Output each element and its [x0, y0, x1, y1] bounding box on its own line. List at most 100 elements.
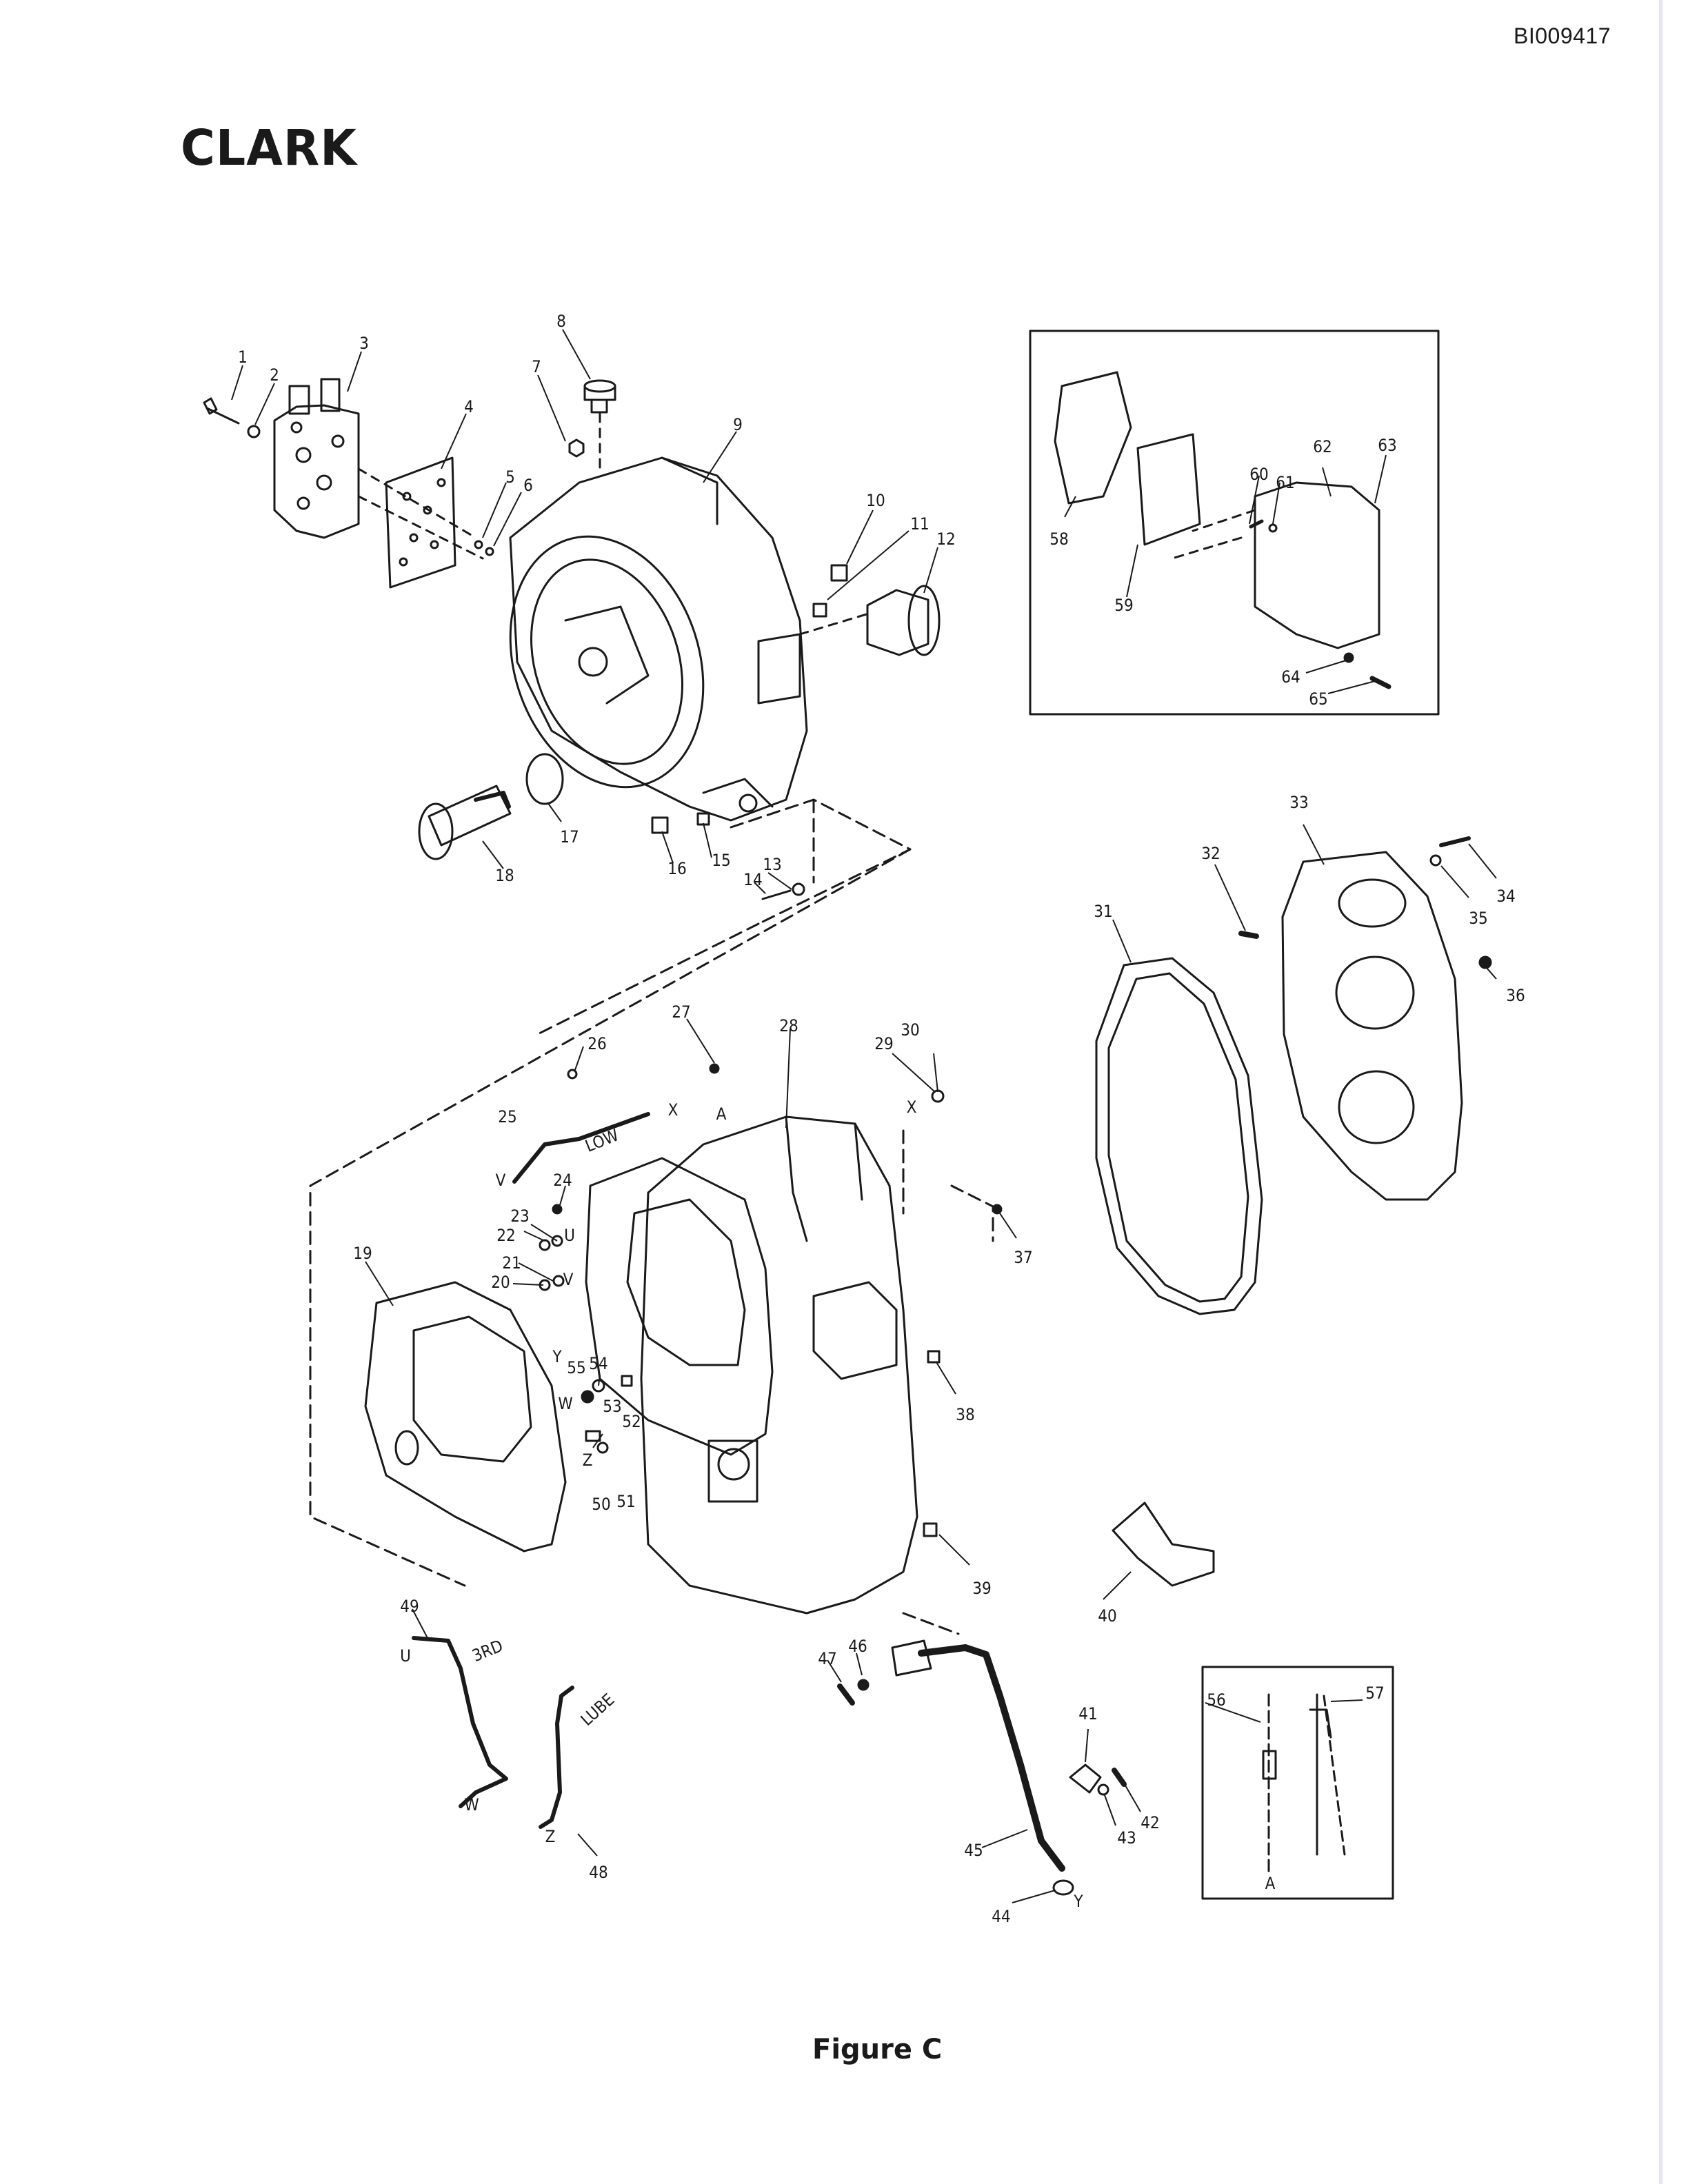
converter-housing-part — [509, 456, 808, 822]
callout-17: 17 — [560, 827, 579, 847]
connection-letter-u: U — [564, 1226, 575, 1245]
washer-part — [247, 425, 261, 438]
plug-part — [567, 1069, 578, 1080]
inset-box-dipstick — [1201, 1666, 1394, 1900]
callout-61: 61 — [1276, 473, 1294, 492]
callout-47: 47 — [818, 1649, 836, 1668]
connection-letter-z: Z — [545, 1827, 556, 1846]
connection-letter-x: X — [907, 1098, 917, 1117]
callout-23: 23 — [510, 1206, 529, 1226]
callout-2: 2 — [270, 365, 279, 385]
alignment-line — [309, 848, 912, 1587]
callout-26: 26 — [587, 1034, 606, 1053]
valve-gasket-part — [385, 456, 456, 589]
plug-part — [568, 438, 585, 458]
callout-27: 27 — [672, 1002, 690, 1022]
callout-7: 7 — [532, 357, 541, 376]
fitting-part — [551, 1235, 563, 1247]
spring-part — [1249, 519, 1264, 529]
callout-40: 40 — [1098, 1606, 1116, 1626]
callout-54: 54 — [589, 1354, 607, 1373]
tube-part — [512, 1112, 650, 1184]
callout-48: 48 — [589, 1863, 607, 1882]
o-ring-part — [931, 1089, 945, 1103]
callout-42: 42 — [1141, 1813, 1159, 1832]
tube-part — [918, 1644, 1065, 1872]
callout-11: 11 — [910, 514, 929, 534]
callout-46: 46 — [848, 1637, 867, 1656]
washer-part — [1097, 1783, 1109, 1796]
plug-part — [696, 812, 710, 826]
bolt-part — [203, 397, 240, 425]
alignment-line — [730, 798, 912, 925]
callout-53: 53 — [603, 1397, 621, 1416]
callout-28: 28 — [779, 1016, 798, 1035]
control-valve-part — [273, 378, 360, 539]
dipstick-cap-part — [1309, 1708, 1332, 1739]
callout-14: 14 — [743, 870, 762, 889]
o-ring-part — [581, 1390, 594, 1404]
callout-22: 22 — [496, 1226, 515, 1245]
figure-caption: Figure C — [812, 2034, 943, 2065]
valve-plate-part — [1054, 371, 1132, 505]
connection-letter-v: V — [496, 1171, 506, 1190]
callout-20: 20 — [491, 1273, 510, 1292]
callout-59: 59 — [1114, 596, 1133, 615]
washer-part — [857, 1679, 870, 1691]
case-gasket-part — [585, 1157, 774, 1456]
alignment-line — [902, 1129, 994, 1635]
tube-flange-part — [891, 1639, 932, 1677]
connection-letter-y: Y — [552, 1347, 562, 1366]
dowel-pin-part — [1238, 931, 1259, 939]
fitting-part — [552, 1275, 565, 1287]
bolt-part — [1439, 836, 1471, 847]
rear-cover-plate-part — [1281, 851, 1463, 1201]
callout-8: 8 — [556, 312, 566, 331]
connection-letter-w: W — [558, 1394, 572, 1413]
alignment-line — [1171, 509, 1256, 560]
case-gasket-part — [364, 1281, 567, 1553]
callout-36: 36 — [1506, 986, 1525, 1005]
callout-30: 30 — [901, 1020, 919, 1040]
connection-letter-z: Z — [583, 1450, 593, 1470]
plug-part — [927, 1350, 941, 1364]
callout-43: 43 — [1117, 1828, 1136, 1848]
callout-64: 64 — [1281, 667, 1300, 687]
callout-19: 19 — [353, 1244, 372, 1263]
callout-32: 32 — [1201, 844, 1220, 863]
o-ring-part — [1052, 1879, 1074, 1896]
tube-part — [539, 1686, 574, 1829]
callout-1: 1 — [238, 347, 248, 367]
callout-12: 12 — [936, 529, 955, 549]
plug-part — [552, 1204, 563, 1215]
callout-31: 31 — [1094, 902, 1112, 921]
washer-part — [1343, 652, 1354, 663]
callout-4: 4 — [464, 397, 474, 416]
breather-part — [830, 564, 848, 582]
connection-letter-w: W — [464, 1795, 479, 1814]
callout-16: 16 — [667, 859, 686, 878]
callout-45: 45 — [964, 1841, 983, 1860]
valve-gasket-part — [1136, 433, 1201, 546]
callout-24: 24 — [553, 1171, 572, 1190]
tube-label-low: LOW — [583, 1125, 621, 1156]
callout-34: 34 — [1496, 887, 1515, 906]
callout-29: 29 — [874, 1034, 893, 1053]
connection-letter-v: V — [563, 1270, 574, 1289]
callout-35: 35 — [1469, 909, 1487, 928]
plug-part — [992, 1204, 1003, 1215]
callout-10: 10 — [866, 491, 885, 510]
bolt-part — [761, 889, 792, 900]
callout-56: 56 — [1207, 1690, 1225, 1710]
dipstick-tube-part — [1262, 1750, 1277, 1780]
ball-part — [485, 547, 494, 556]
plug-part — [709, 1063, 720, 1074]
connection-letter-u: U — [400, 1646, 411, 1666]
callout-21: 21 — [502, 1253, 521, 1273]
callout-65: 65 — [1309, 689, 1327, 709]
leader-lines — [231, 329, 1497, 1903]
alignment-line — [798, 612, 870, 636]
ball-part — [1268, 523, 1278, 533]
plug-part — [923, 1522, 938, 1537]
